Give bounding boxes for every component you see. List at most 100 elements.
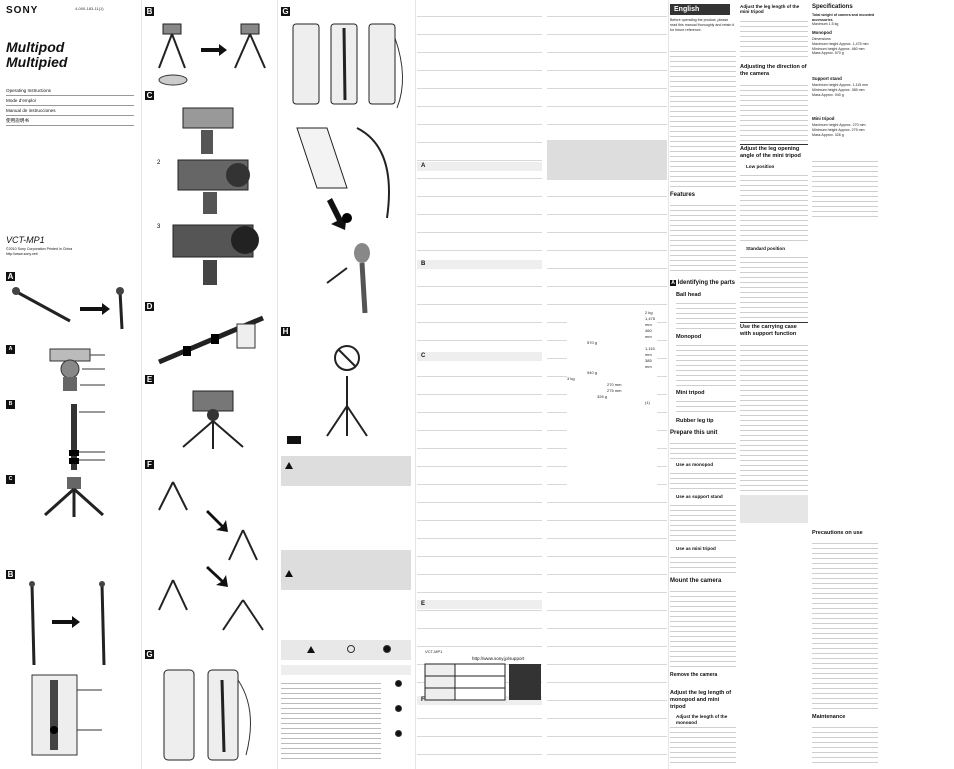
- adjust-mini-body: [740, 18, 808, 58]
- english-intro: Before operating the product, please rea…: [670, 18, 735, 32]
- copyright: ©2010 Sony Corporation Printed in China …: [6, 247, 136, 257]
- identifying-heading: A Identifying the parts: [670, 280, 736, 286]
- jp-spec-mono-mass: 570 g: [587, 340, 598, 345]
- standard-position-body: [740, 254, 808, 320]
- ball-head-list: [676, 300, 736, 330]
- spec-support-rows: Maximum height Approx. 1,115 mm Minimum …: [812, 83, 878, 113]
- sony-url: http://www.sony.net/: [6, 252, 38, 256]
- monopod-parts-illustration: [69, 404, 105, 470]
- symbol-legend-box: [281, 640, 411, 660]
- use-mini-body: [670, 554, 736, 574]
- jp-section-c: C: [417, 352, 542, 361]
- figure-label-f: F: [145, 460, 154, 469]
- spec-mini-rows: Maximum height Approx. 270 mm Minimum he…: [812, 123, 878, 153]
- mini-tripod-list: [676, 398, 736, 416]
- monopod-label: Monopod: [676, 334, 702, 340]
- monopod-illustration: [12, 287, 124, 330]
- use-monopod-body: [670, 470, 736, 490]
- jp-footer-model: VCT-MP1: [425, 650, 443, 655]
- jp-section-a: A: [417, 162, 542, 171]
- jp-spec-mono-min: 460 mm: [645, 328, 652, 339]
- spec-stand-min-value: Approx. 385 mm: [838, 87, 865, 92]
- spec-mini-max-label: Maximum height: [812, 123, 839, 127]
- spec-stand-min-label: Minimum height: [812, 87, 838, 92]
- spec-mono-mass-value: Approx. 570 g: [821, 51, 844, 56]
- adjust-mini-label: Adjust the leg length of the mini tripod: [740, 4, 800, 15]
- page-divider: [141, 0, 142, 769]
- jp-spec-stand-max: 1,115 mm: [645, 346, 655, 357]
- figures-panel-2: G H: [279, 0, 414, 769]
- adjust-angle-heading: Adjust the leg opening angle of the mini…: [740, 146, 801, 159]
- figure-label-a: A: [6, 272, 15, 281]
- adjust-direction-heading: Adjusting the direction of the camera: [740, 64, 807, 77]
- figure-label-h: H: [281, 327, 290, 336]
- mount-heading: Mount the camera: [670, 578, 722, 584]
- doc-code: 4-000-183-11(1): [75, 6, 104, 11]
- english-tab: English: [670, 4, 730, 15]
- use-mini-label: Use as mini tripod: [676, 546, 716, 551]
- jp-note-box: [547, 140, 667, 180]
- caution-triangle-icon: [285, 570, 293, 577]
- product-title: Multipod Multipied: [6, 40, 67, 70]
- specifications-heading: Specifications: [812, 4, 853, 10]
- carry-note-box: [740, 495, 808, 523]
- use-support-body: [670, 502, 736, 542]
- adjust-monopod-label: Adjust the length of the monopod: [676, 714, 728, 726]
- japanese-panel: A B C E F 2 kg 1,475 mm 460 mm 570 g 1,1…: [417, 0, 667, 769]
- section-rule-2: [740, 322, 808, 323]
- jp-spec-load: 2 kg: [645, 310, 653, 315]
- instr-fr: Mode d’emploi: [6, 96, 134, 106]
- figure-label-e: E: [145, 375, 154, 384]
- leg-lock-illustration: [158, 315, 264, 365]
- spec-mono-max-label: Maximum height: [812, 41, 839, 46]
- spec-mini-mass-label: Mass: [812, 132, 821, 137]
- section-rule-1: [740, 144, 808, 145]
- mandatory-icon-2: [395, 705, 402, 712]
- maintenance-body: [812, 724, 878, 764]
- figures-panel-1: B C 2 3 D E F: [143, 0, 276, 769]
- ball-head-label: Ball head: [676, 292, 701, 298]
- adjust-monopod-body: [670, 724, 736, 764]
- leg-angle-illustration: [158, 481, 264, 631]
- prepare-heading: Prepare this unit: [670, 430, 718, 436]
- maintenance-heading: Maintenance: [812, 714, 846, 720]
- page-divider-3: [415, 0, 416, 769]
- note-strip: [281, 665, 411, 675]
- precautions-heading: Precautions on use: [812, 530, 863, 536]
- spec-stand-max-label: Maximum height: [812, 83, 839, 87]
- jp-spec-load2: 3 kg: [567, 376, 575, 381]
- carry-case-body: [740, 342, 808, 492]
- jp-spec-mini-mass: 326 g: [597, 394, 608, 399]
- remove-heading: Remove the camera: [670, 672, 718, 678]
- figure-label-b: B: [6, 400, 15, 409]
- carry-case-heading: Use the carrying case with support funct…: [740, 324, 797, 337]
- spec-stand-mass-label: Mass: [812, 92, 821, 97]
- svg-text:2: 2: [157, 160, 161, 166]
- jp-section-e: E: [417, 600, 542, 609]
- spec-mini-mass-value: Approx. 326 g: [821, 132, 844, 137]
- instr-cn: 使用說明书: [6, 116, 134, 126]
- spec-mono-max-value: Approx. 1,475 mm: [839, 41, 869, 46]
- figure-label-g2: G: [281, 7, 290, 16]
- model-number: VCT-MP1: [6, 235, 45, 245]
- adjust-leg-heading: Adjust the leg length of monopod and min…: [670, 690, 732, 710]
- caution-box: [281, 550, 411, 590]
- figure-label-c: C: [6, 475, 15, 484]
- symbol-warning-icon: [307, 646, 315, 653]
- figure-label-b3: B: [145, 7, 154, 16]
- spec-mini-max-value: Approx. 270 mm: [839, 123, 866, 127]
- english-panel: English Before operating the product, pl…: [670, 0, 954, 769]
- warning-box: [281, 456, 411, 486]
- ball-head-illustration: [49, 348, 105, 391]
- spec-mini-min-value: Approx. 275 mm: [838, 127, 865, 132]
- cover-panel: SONY 4-000-183-11(1) Multipod Multipied …: [0, 0, 140, 769]
- jp-spec-note: (1): [645, 400, 650, 405]
- features-body: [670, 202, 736, 272]
- figure-label-c2: C: [145, 91, 154, 100]
- spec-monopod-rows: Dimensions Maximum height Approx. 1,475 …: [812, 37, 878, 73]
- prepare-body: [670, 440, 736, 460]
- support-table-illustration: [424, 663, 541, 701]
- precautions-body: [812, 540, 878, 710]
- monopod-list: [676, 342, 736, 387]
- title-en: Multipod: [6, 39, 65, 55]
